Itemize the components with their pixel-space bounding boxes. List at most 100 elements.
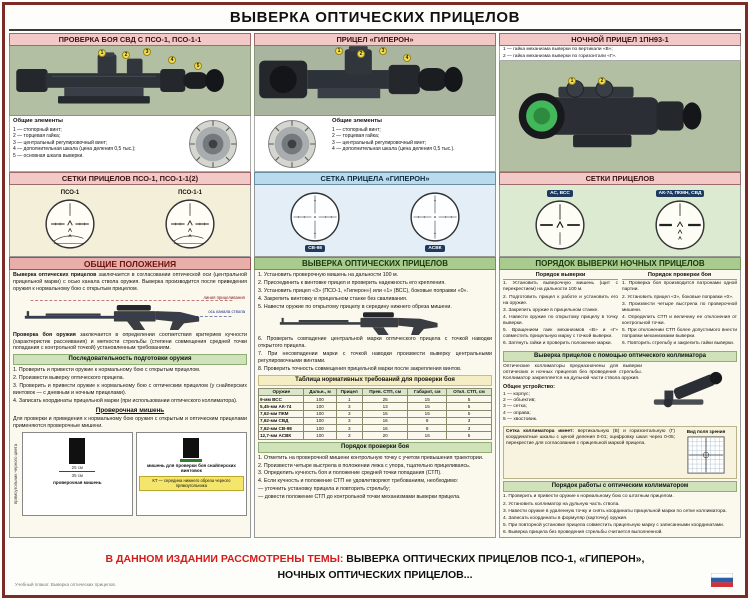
left-elements: Общие элементы 1 — стопорный винт;2 — то… [10,116,176,171]
right-column-header: НОЧНОЙ ПРИЦЕЛ 1ПН93-1 [499,33,741,46]
reticle-cell: АСВК [408,190,462,252]
rifle-axes-diagram: линия прицеливания ось канала ствола [13,295,247,331]
table-header-cell: Прицел [335,387,363,397]
rifle-silhouette-image [258,311,492,335]
footer-themes: В ДАННОМ ИЗДАНИИ РАССМОТРЕНЫ ТЕМЫ: ВЫВЕР… [13,551,737,584]
work-item: 2. Установить коллиматор на дульную част… [503,501,620,507]
sequence-list: 1. Проверить и привести оружие к нормаль… [13,367,247,404]
reticle-badge: СВ-98 [305,244,325,252]
black-rectangle-target [69,437,86,464]
table-cell: 5 [445,409,493,418]
table-cell: 25 [361,395,409,404]
left-reticles: ПСО-1 ПСО-1-1 [9,185,251,257]
sequence-item: 4. Записать координаты прицельной марки … [13,397,238,404]
subcol-item: 3. Произвести четыре выстрела по проверо… [622,301,737,313]
target-diagrams: прямоугольник черного цвета 25 см 35 см … [13,431,247,516]
subcol-header: Порядок проверки боя [622,272,737,281]
table-cell: 100 [303,431,337,440]
grid-description: Сетка коллиматора имеет: вертикальную (В… [506,429,675,477]
target-caption: мишень для проверки боя снайперских винт… [146,462,236,474]
paragraph-text: заключается в определении соответствия к… [13,331,247,352]
turret-dial-image [187,118,239,170]
device-item: 2 — объектив; [503,398,536,404]
reticle-cell: АС, ВСС [533,189,587,252]
turret-dial-photo [176,116,250,171]
pso1-reticle-image [43,197,97,251]
subcol-list: 1. Установить выверочную мишень (щит с п… [503,281,618,347]
note-item: 2 — гайка механизма выверки по горизонта… [503,53,617,59]
work-item: 1. Проверить и привести оружие к нормаль… [503,494,674,500]
target-text: Для проверки и приведения к нормальному … [13,415,247,429]
footer-line1: ВЫВЕРКА ОПТИЧЕСКИХ ПРИЦЕЛОВ ПСО-1, «ГИПЕ… [343,553,645,565]
table-cell: 15 [407,395,447,404]
night-sight-notes: 1 — гайка механизма выверки по вертикали… [499,46,741,61]
step-item: 2. Присоединить к винтовке прицел и пров… [258,279,446,286]
element-item: 3 — центральный регулировочный винт; [13,139,108,146]
table-cell: 16 [361,424,409,433]
step-item: 1. Установить проверочную мишень на даль… [258,272,399,278]
subcol-header: Порядок выверки [503,272,618,281]
element-item: 2 — торцевая гайка; [332,133,380,140]
table-cell: 3 [445,416,493,426]
table-cell: 7,62-мм СВ-98 [257,424,305,433]
device-item: 4 — оправа; [503,410,531,416]
verification-body: 1. Установить проверочную мишень на даль… [254,270,496,538]
pso1-1-reticle-image [163,197,217,251]
verification-steps-1: 1. Установить проверочную мишень на даль… [258,272,492,310]
rifle-with-scope-diagram [258,311,492,335]
russian-flag-logo [711,573,733,587]
elements-list: 1 — стопорный винт;2 — торцевая гайка;3 … [332,127,492,153]
reticle-label: ПСО-1 [60,190,80,196]
subcol-item: 2. Подготовить прицел к работе и установ… [503,294,618,306]
right-reticles: АС, ВСС АК-74, ПКМН, СВД [499,185,741,257]
giperon-scope-image [255,46,495,115]
collimator-description: Оптические коллиматоры предназначены для… [503,364,642,424]
footer-line2: НОЧНЫХ ОПТИЧЕСКИХ ПРИЦЕЛОВ... [277,569,473,582]
rifle-silhouette-image [24,299,234,330]
reticle-cell: ПСО-1 [43,190,97,251]
sequence-item: 2. Произвести выверку оптического прицел… [13,375,125,382]
ak74-pkmn-svd-reticle-image [653,198,707,252]
giperon-reticle-header: СЕТКА ПРИЦЕЛА «ГИПЕРОН» [254,172,496,185]
flag-icon [711,573,733,587]
work-item: 3. Навести оружие в удаленную точку и сн… [503,508,727,514]
collimator-image [646,364,736,410]
turret-dial-image [266,118,318,170]
as-vss-reticle-image [533,198,587,252]
reticle-badge: АСВК [425,244,445,252]
device-list: 1 — корпус;2 — объектив;3 — сетка;4 — оп… [503,392,642,424]
table-cell: 13 [361,402,409,411]
table-cell: 16 [361,416,409,426]
target-note: КТ — середина нижнего обреза черного пря… [138,476,244,491]
collimator-band: Выверка прицелов с помощью оптического к… [503,350,737,362]
collimator-grid-image [687,436,725,474]
subcol-item: 2. Установить прицел «3», боковые поправ… [622,294,734,300]
poster-footer: В ДАННОМ ИЗДАНИИ РАССМОТРЕНЫ ТЕМЫ: ВЫВЕР… [13,535,737,589]
table-cell: 100 [303,402,337,411]
paragraph: Выверка оптических прицелов заключается … [13,272,247,293]
field-of-view: Вид поля зрения [678,429,734,477]
table-cell: 3 [335,409,363,418]
night-verification-body: Порядок выверки 1. Установить выверочную… [499,270,741,538]
element-item: 4 — дополнительная шкала (цена деления 0… [332,146,455,153]
paragraph-lead: Проверка боя оружия [13,331,76,338]
step-item: 7. При несовпадении марки с точкой навод… [258,351,492,364]
device-title: Общее устройство: [503,383,555,390]
note-item: 1 — гайка механизма выверки по вертикали… [503,47,613,52]
order-item: 1. Отметить на проверочной мишени контро… [258,454,484,461]
table-cell: 100 [303,416,337,426]
order-item: 2. Произвести четыре выстрела в положени… [258,462,471,469]
reticle-badge: АК-74, ПКМН, СВД [655,189,705,197]
table-cell: 5 [445,402,493,411]
table-cell: 3 [335,424,363,433]
table-cell: 1 [335,395,363,404]
step-item: 6. Проверить совпадение центральной марк… [258,336,492,350]
subcol-verification: Порядок выверки 1. Установить выверочную… [503,272,618,349]
column-night-sight: НОЧНОЙ ПРИЦЕЛ 1ПН93-1 1 — гайка механизм… [499,33,741,538]
